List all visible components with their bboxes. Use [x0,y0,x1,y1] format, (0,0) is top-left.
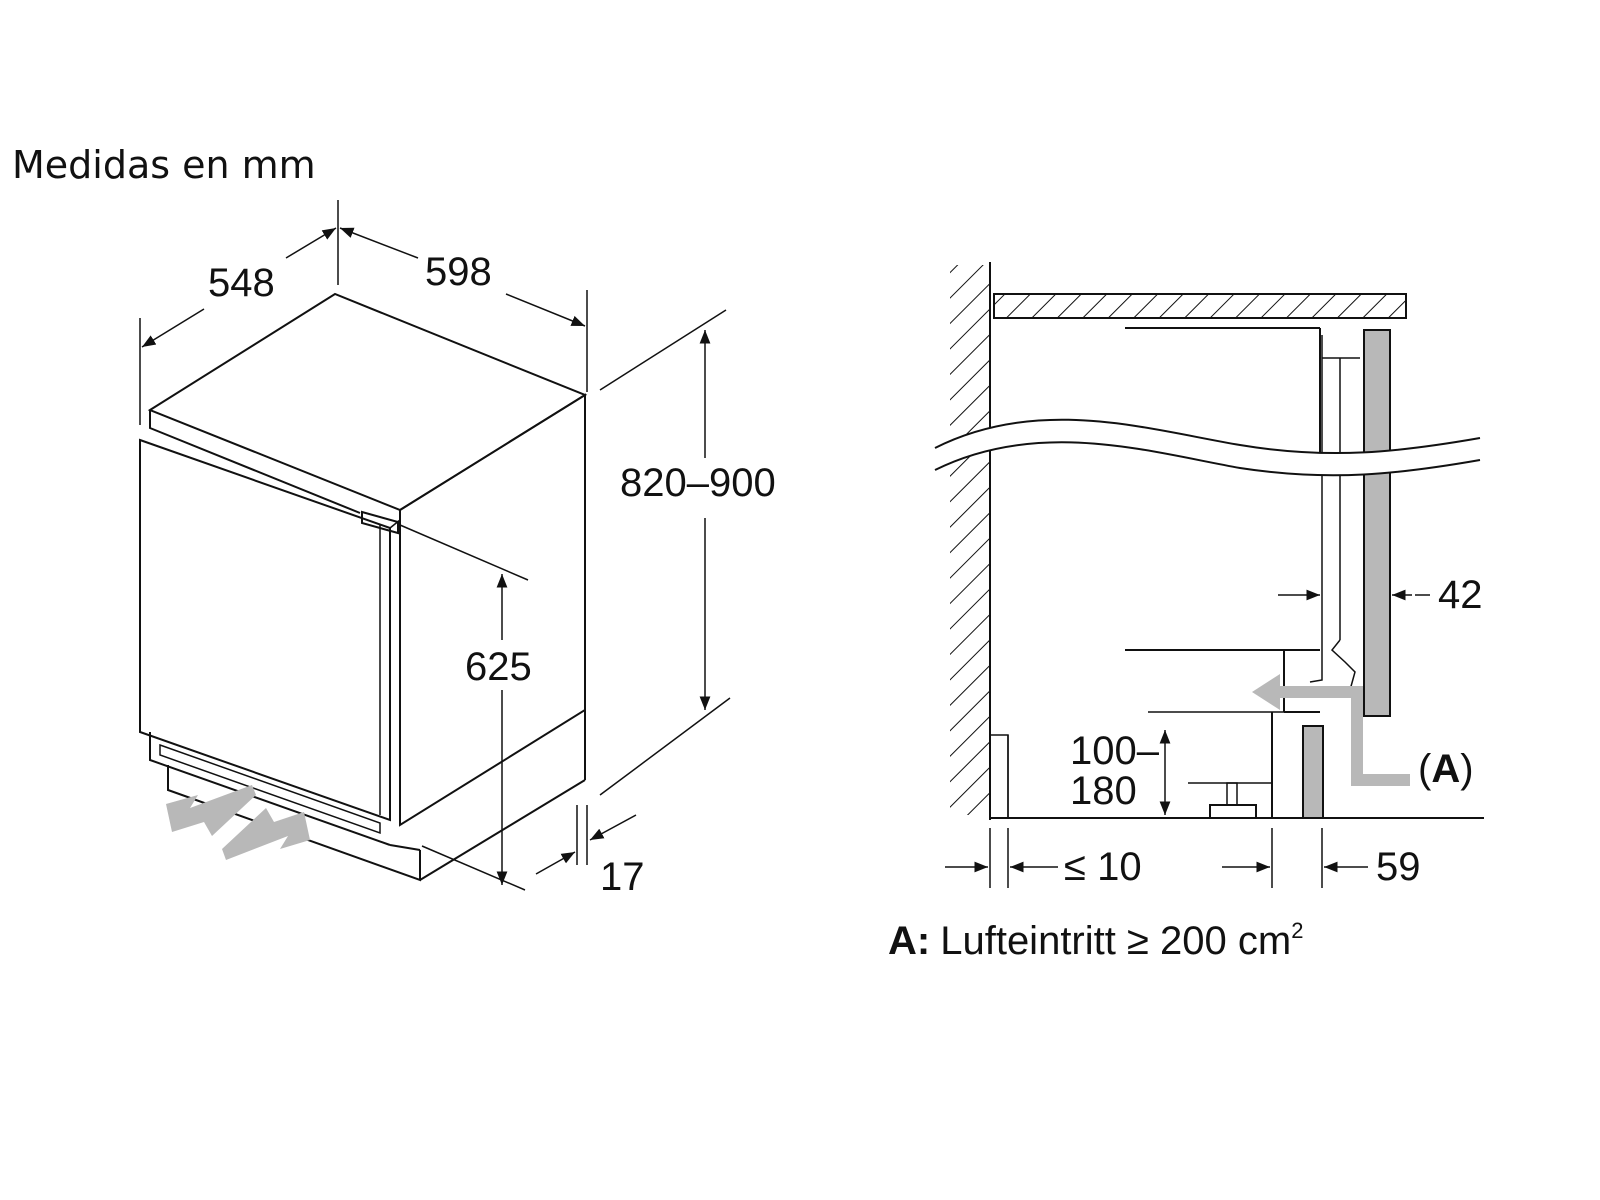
cabinet-top-lip [149,410,361,514]
dim-width-line-b [505,293,586,327]
door-handle [361,510,399,535]
foot-stem [1226,782,1238,806]
dim-height-label: 820–900 [620,461,776,505]
air-out-arrow [166,785,256,836]
dim-plinth-label-2: 180 [1070,769,1137,813]
plinth-panel [1302,725,1324,819]
break-fill [935,419,1480,476]
dim-panel-label: 42 [1438,573,1483,617]
dim-width-line-a [339,227,419,259]
dim-gap-label: ≤ 10 [1064,845,1142,889]
page-title: Medidas en mm [12,143,316,187]
front-panel [1363,329,1391,717]
air-path [1280,686,1410,786]
break-line-top [934,418,1481,455]
cabinet-door [139,438,391,822]
countertop [993,293,1407,319]
air-path-arrow [1252,674,1280,710]
section-view: (A) 42 100– 180 ≤ 10 59 [934,262,1484,889]
wall-hatch [950,265,990,815]
airflow-arrows [166,785,310,860]
cabinet-top-face [147,292,588,512]
dim-door-height-label: 625 [465,645,532,689]
break-line-bottom [934,441,1481,477]
isometric-view: 548 598 820–900 625 17 [139,200,776,899]
cabinet-side-face [399,393,586,827]
dim-recess-label: 59 [1376,845,1421,889]
dim-bottom-offset-label: 17 [600,855,645,899]
air-in-arrow [222,808,310,860]
dim-bottom-offset-line-b [589,814,637,841]
marker-a-label: (A) [1418,747,1474,791]
plinth-front [149,732,391,846]
dim-depth-line-b [285,227,337,259]
plinth-vent [159,743,381,835]
dim-width-label: 598 [425,250,492,294]
dim-plinth-label-1: 100– [1070,729,1160,773]
dim-depth-label: 548 [208,261,275,305]
dim-depth-line-a [141,308,205,348]
air-intake-note: A:Lufteintritt ≥ 200 cm2 [888,918,1303,963]
foot-base [1209,804,1257,819]
dim-bottom-offset-line-a [535,851,576,875]
